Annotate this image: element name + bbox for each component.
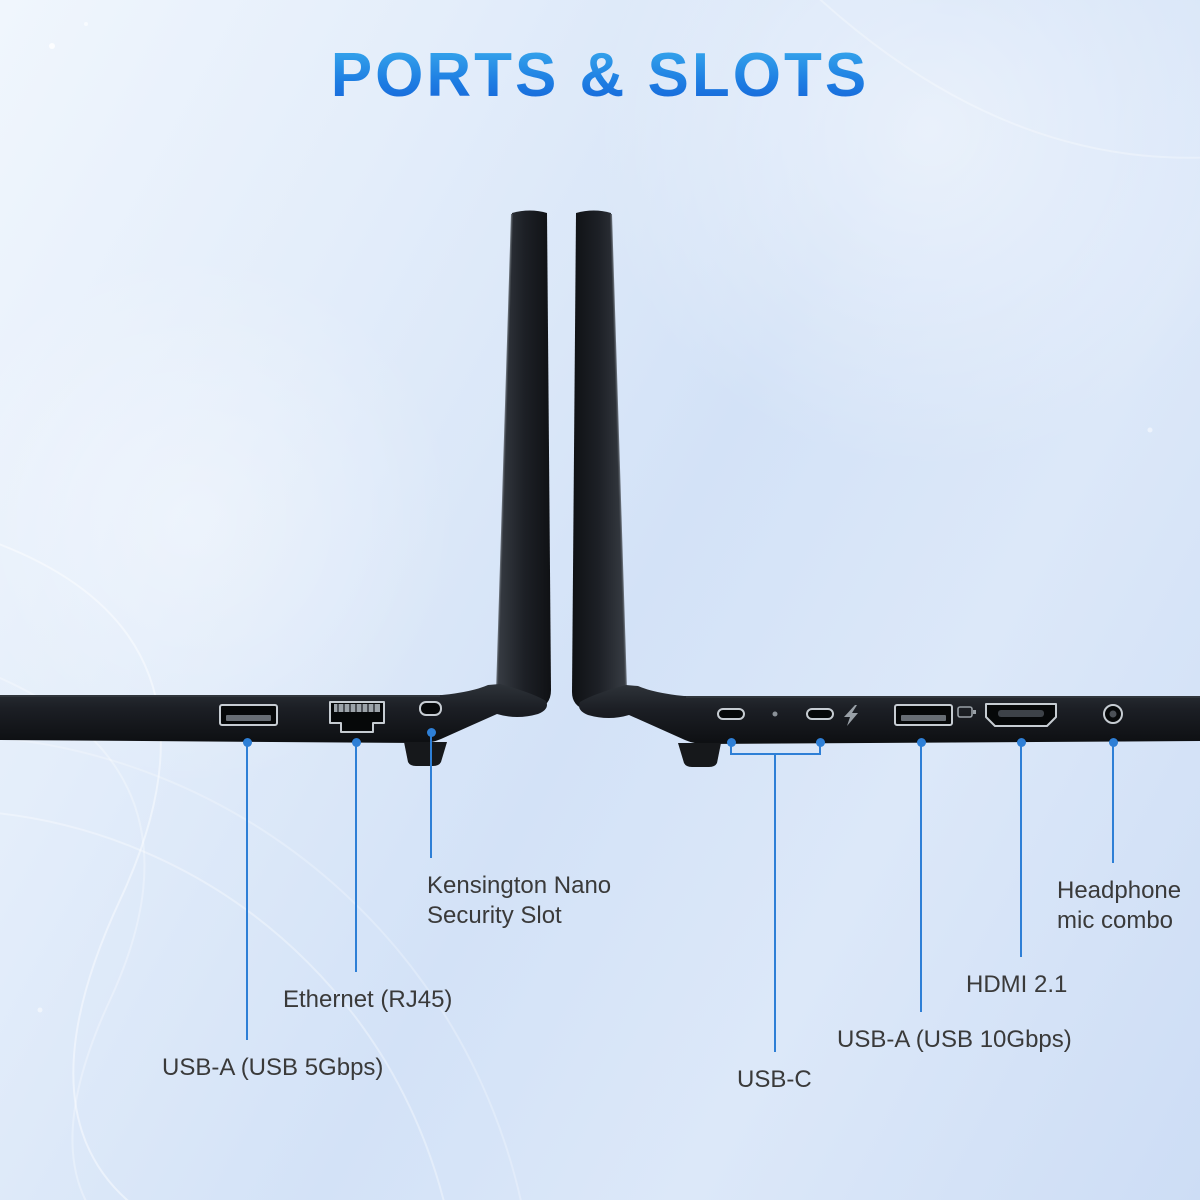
callout-line-usb-c-stub-1 [730, 745, 732, 755]
laptop-left-foot [404, 742, 447, 766]
ethernet-port-icon [329, 701, 385, 733]
usb-a-port-icon [219, 704, 278, 726]
callout-line-kensington [430, 736, 432, 858]
laptop-left-silhouette [0, 210, 551, 766]
laptop-right-screen-edge-highlight [610, 213, 627, 691]
usb-c-port-icon [806, 708, 834, 720]
callout-line-usb-a-left [246, 745, 248, 1040]
laptop-right-screen [572, 210, 626, 710]
laptop-left-screen [497, 210, 551, 710]
glow-highlight [590, 0, 1200, 470]
headphone-jack-icon [1103, 704, 1123, 724]
laptop-right-foot [678, 743, 721, 767]
callout-dot-usb-c-1 [727, 738, 736, 747]
callout-line-headphone [1112, 745, 1114, 863]
battery-charging-icon [957, 706, 976, 718]
callout-label-ethernet: Ethernet (RJ45) [283, 986, 453, 1013]
thunderbolt-icon [844, 705, 858, 726]
callout-dot-usb-a-right [917, 738, 926, 747]
callout-label-usb-a-left: USB-A (USB 5Gbps) [162, 1054, 384, 1081]
callout-line-ethernet [355, 745, 357, 972]
hdmi-port-icon [985, 703, 1057, 727]
sparkle-dots [37, 22, 1153, 1013]
usb-c-port-icon [717, 708, 745, 720]
callout-label-headphone-line2: mic combo [1057, 907, 1174, 934]
kensington-slot-icon [419, 701, 442, 716]
laptop-left-screen-edge-highlight [496, 213, 513, 693]
usb-a-port-icon [894, 704, 953, 726]
callout-line-usb-c [774, 753, 776, 1052]
callout-dot-usb-a-left [243, 738, 252, 747]
callout-label-hdmi: HDMI 2.1 [966, 971, 1068, 998]
callout-label-headphone: Headphone mic combo [1057, 876, 1181, 936]
callout-label-usb-a-right: USB-A (USB 10Gbps) [837, 1026, 1072, 1053]
callout-dot-hdmi [1017, 738, 1026, 747]
glow-highlight [0, 250, 460, 790]
callout-label-kensington: Kensington Nano Security Slot [427, 871, 611, 931]
callout-label-usb-c: USB-C [737, 1066, 812, 1093]
laptop-right-silhouette [572, 210, 1200, 767]
callout-dot-kensington [427, 728, 436, 737]
page-title: PORTS & SLOTS [0, 40, 1200, 111]
callout-label-kensington-line1: Kensington Nano [427, 872, 612, 899]
callout-dot-usb-c-2 [816, 738, 825, 747]
callout-line-usb-a-right [920, 745, 922, 1012]
callout-dot-headphone [1109, 738, 1118, 747]
callout-line-usb-c-stub-2 [819, 745, 821, 755]
laptop-right-base [579, 685, 1200, 744]
callout-label-headphone-line1: Headphone [1057, 877, 1182, 904]
callout-line-hdmi [1020, 745, 1022, 957]
callout-dot-ethernet [352, 738, 361, 747]
indicator-dot-icon [772, 711, 778, 717]
callout-label-kensington-line2: Security Slot [427, 902, 562, 929]
